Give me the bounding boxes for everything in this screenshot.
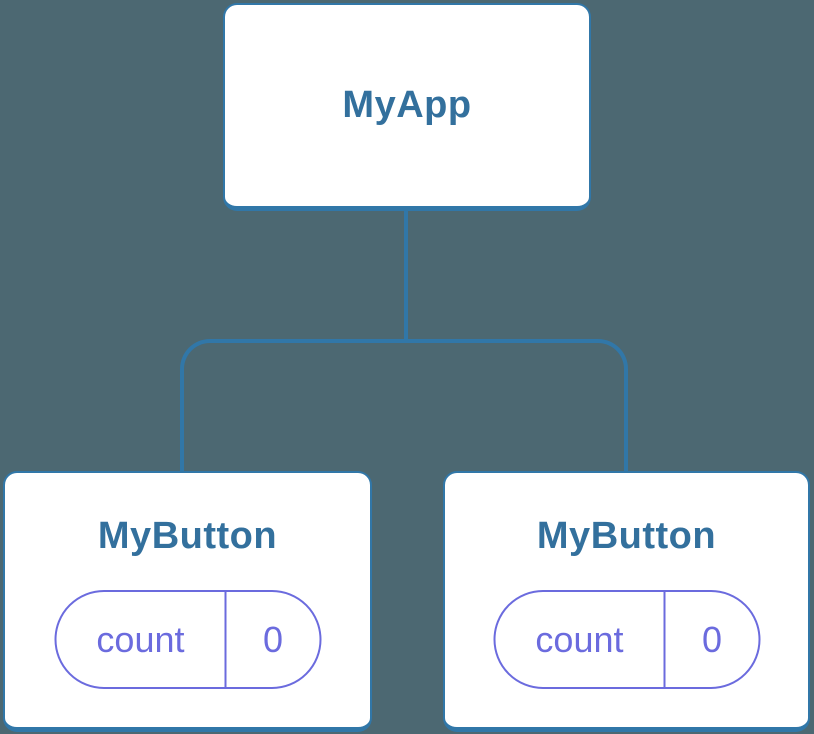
state-value: 0 — [701, 618, 722, 660]
connector-stem — [404, 211, 408, 343]
state-key-label: count — [96, 618, 185, 660]
state-value-cell: 0 — [666, 592, 758, 687]
child-component-card-left: MyButton count 0 — [3, 471, 372, 732]
state-value-cell: 0 — [227, 592, 319, 687]
root-component-card: MyApp — [223, 3, 591, 211]
root-component-label: MyApp — [342, 84, 472, 126]
child-component-label: MyButton — [536, 515, 717, 557]
state-key-label: count — [535, 618, 624, 660]
child-component-label: MyButton — [97, 515, 278, 557]
state-key-cell: count — [56, 592, 227, 687]
state-value: 0 — [262, 618, 283, 660]
state-pill: count 0 — [493, 590, 760, 689]
child-component-card-right: MyButton count 0 — [443, 471, 810, 732]
connector-branch — [180, 339, 628, 471]
state-pill: count 0 — [54, 590, 321, 689]
state-key-cell: count — [495, 592, 666, 687]
